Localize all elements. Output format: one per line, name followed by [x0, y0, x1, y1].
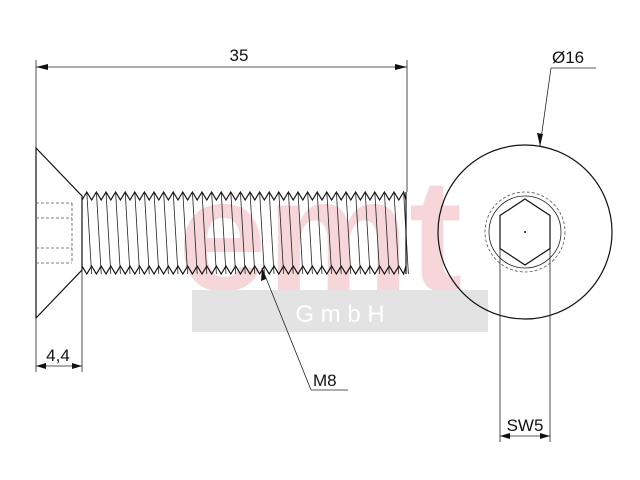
thread-flank-line	[182, 191, 188, 275]
thread-flank-line	[326, 191, 332, 275]
thread-flank-line	[268, 191, 275, 275]
thread-flank-line	[211, 191, 217, 275]
thread-flank-line	[96, 191, 102, 275]
thread-flank-line	[393, 191, 400, 275]
thread-leader-arrow	[261, 268, 266, 281]
head-diameter-callout: Ø16	[537, 48, 596, 147]
thread-flank-line	[355, 191, 361, 275]
head-arrow-right	[72, 363, 82, 369]
diameter-leader-arrow	[537, 133, 543, 146]
thread-flank-line	[364, 191, 371, 275]
thread-flank-line	[307, 191, 313, 275]
watermark: emt G m b H	[178, 145, 488, 332]
watermark-sub: G m b H	[295, 301, 384, 328]
thread-flank-line	[336, 191, 342, 275]
length-dimension: 35	[35, 46, 408, 192]
center-point	[524, 231, 526, 233]
thread-flank-line	[345, 191, 352, 275]
thread-flank-line	[172, 191, 179, 275]
socket-circle	[488, 195, 562, 269]
thread-crest-top	[81, 190, 407, 202]
socket-size-dimension: SW5	[499, 249, 551, 442]
watermark-band	[192, 290, 488, 332]
thread-label: M8	[313, 371, 337, 390]
threaded-shank	[81, 190, 409, 276]
thread-flank-line	[220, 191, 227, 275]
thread-flank-line	[316, 191, 323, 275]
head-end-view	[437, 144, 613, 320]
thread-leader	[261, 267, 312, 391]
thread-flank-line	[192, 191, 198, 275]
thread-flank-line	[249, 191, 256, 275]
socket-size-label: SW5	[507, 416, 544, 435]
thread-flank-line	[240, 191, 246, 275]
thread-flank-line	[105, 191, 112, 275]
hex-socket	[499, 198, 551, 266]
head-arrow-left	[36, 363, 46, 369]
thread-flank-line	[384, 191, 390, 275]
thread-flank-line	[86, 191, 92, 275]
length-label: 35	[230, 46, 249, 65]
thread-flank-line	[144, 191, 150, 275]
thread-flank-line	[115, 191, 121, 275]
head-diameter-label: Ø16	[552, 48, 584, 67]
thread-callout: M8	[261, 267, 348, 391]
head-height-dimension: 4,4	[35, 270, 83, 372]
socket-arrow-left	[500, 433, 510, 439]
socket-arrow-right	[540, 433, 550, 439]
thread-flank-line	[163, 191, 169, 275]
socket-chamfer-circle	[484, 191, 566, 273]
thread-flank-line	[374, 191, 380, 275]
head-outer-circle	[437, 144, 613, 320]
thread-flank-line	[259, 191, 265, 275]
thread-flank-line	[134, 191, 140, 275]
thread-flank-line	[297, 191, 304, 275]
thread-flank-line	[153, 191, 160, 275]
thread-flank-line	[201, 191, 208, 275]
screw-side-view	[35, 146, 409, 320]
diameter-leader	[539, 67, 552, 147]
screw-head	[35, 146, 83, 320]
length-arrow-right	[395, 64, 407, 70]
thread-flank-line	[288, 191, 294, 275]
thread-flank-line	[230, 191, 236, 275]
thread-crest-bottom	[81, 264, 407, 276]
thread-flank-line	[124, 191, 131, 275]
thread-flank-line	[278, 191, 284, 275]
length-arrow-left	[36, 64, 48, 70]
head-height-label: 4,4	[46, 346, 70, 365]
